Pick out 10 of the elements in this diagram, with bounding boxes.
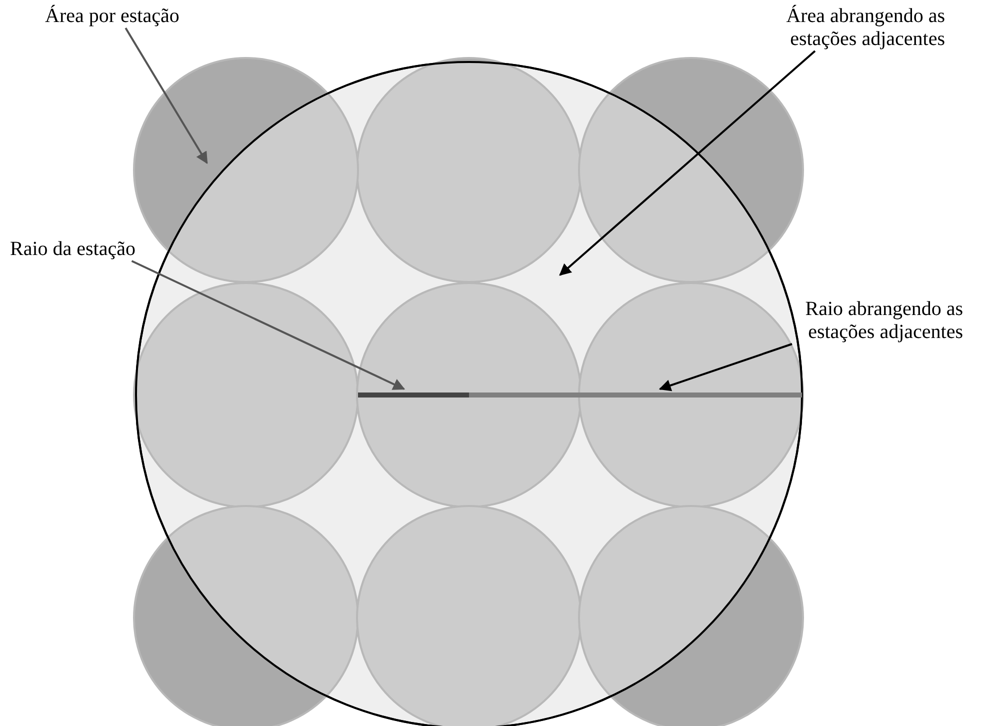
station-radius-line (358, 392, 469, 398)
leader-arrow (131, 260, 406, 390)
callout-text: Área por estação (45, 5, 180, 28)
leader-arrow (124, 27, 208, 164)
callout-text: Área abrangendo as estações adjacentes (785, 5, 945, 51)
coverage-radius-line (469, 392, 802, 398)
callout-text: Raio abrangendo as estações adjacentes (804, 298, 963, 344)
leader-arrow (559, 50, 816, 276)
callout-text: Raio da estação (10, 238, 136, 261)
leader-arrow (658, 343, 792, 392)
